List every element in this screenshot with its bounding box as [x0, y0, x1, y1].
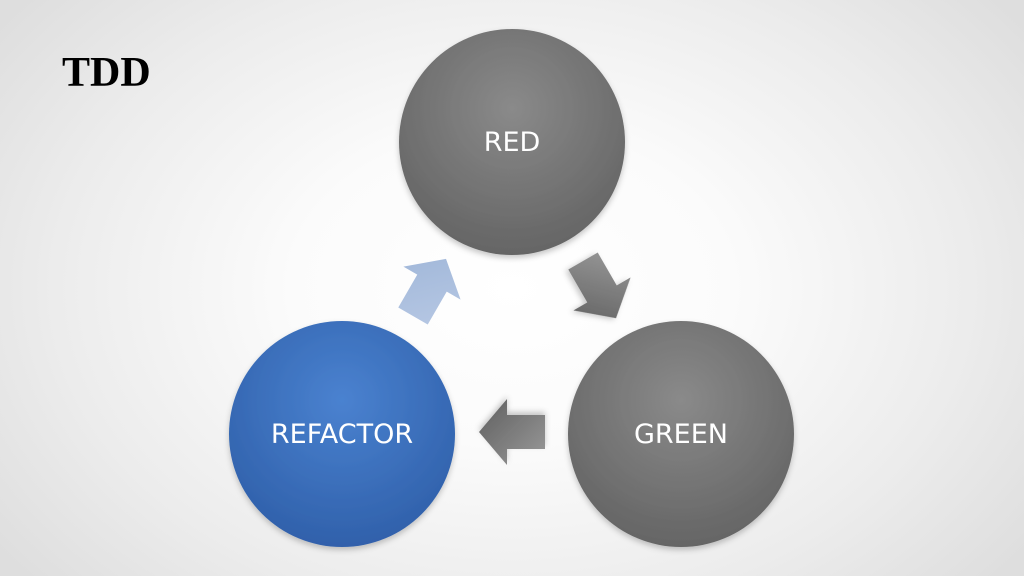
node-refactor-circle — [229, 321, 455, 547]
node-red-circle — [399, 29, 625, 255]
arrow-refactor-to-red — [398, 258, 461, 325]
node-green: GREEN — [568, 321, 794, 547]
node-green-label: GREEN — [634, 419, 728, 450]
arrow-red-to-green — [568, 252, 631, 319]
slide-title: TDD — [62, 50, 151, 96]
arrow-green-to-refactor — [479, 399, 545, 465]
node-red-label: RED — [484, 127, 541, 158]
node-red: RED — [399, 29, 625, 255]
node-refactor: REFACTOR — [229, 321, 455, 547]
node-refactor-label: REFACTOR — [271, 419, 413, 450]
node-green-circle — [568, 321, 794, 547]
